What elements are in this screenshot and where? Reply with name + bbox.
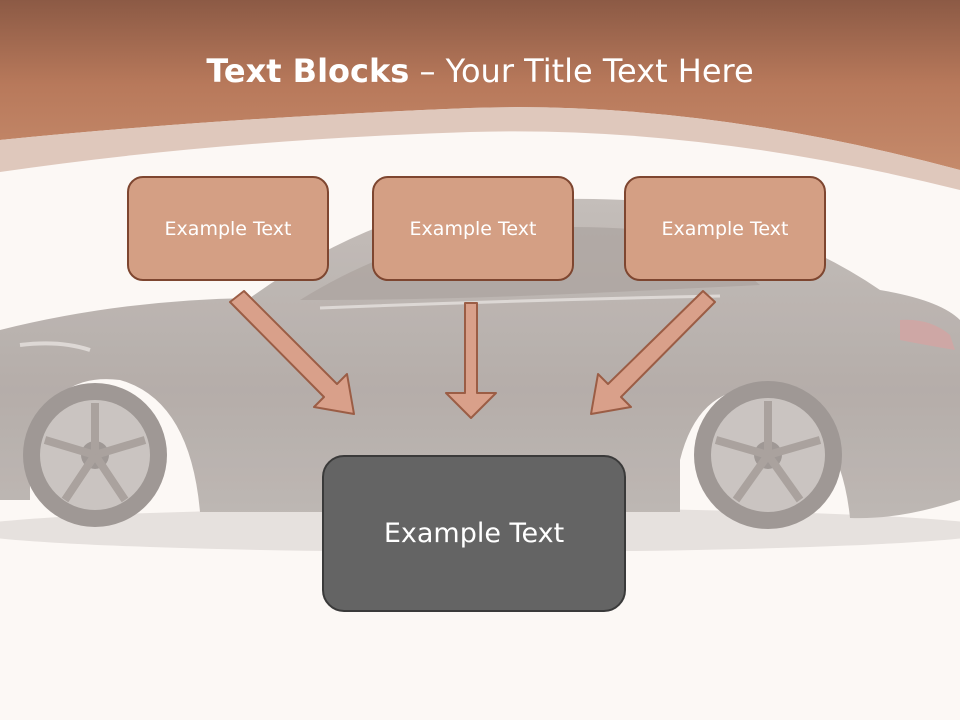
title-rest: – Your Title Text Here (409, 52, 754, 90)
text-block-2-label: Example Text (409, 217, 537, 240)
text-block-3-label: Example Text (661, 217, 789, 240)
slide-title: Text Blocks – Your Title Text Here (0, 52, 960, 90)
text-block-main-label: Example Text (383, 518, 565, 549)
text-block-1[interactable]: Example Text (127, 176, 329, 281)
header-swoosh (0, 107, 960, 190)
text-block-2[interactable]: Example Text (372, 176, 574, 281)
text-block-3[interactable]: Example Text (624, 176, 826, 281)
header-band (0, 0, 960, 170)
text-block-1-label: Example Text (164, 217, 292, 240)
title-bold: Text Blocks (206, 52, 410, 90)
text-block-main[interactable]: Example Text (322, 455, 626, 612)
